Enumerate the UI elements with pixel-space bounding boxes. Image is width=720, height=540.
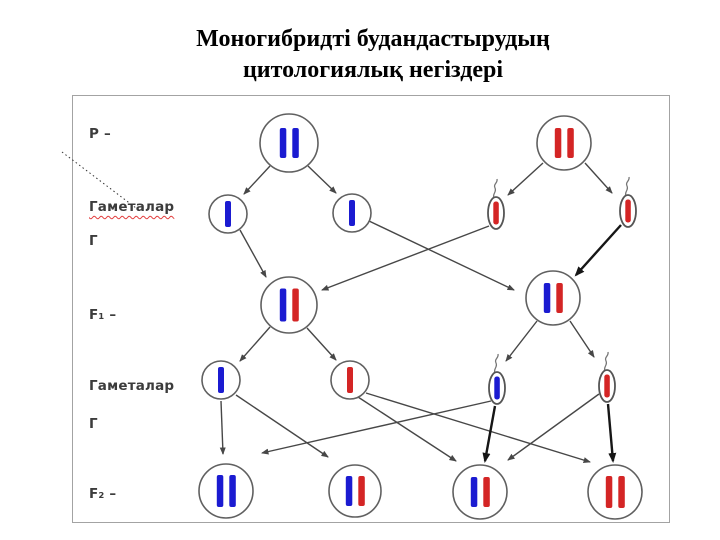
arrow-p-left-to-gamete-1: [243, 165, 271, 195]
arrow-sperm-red-to-f2-4: [606, 403, 617, 463]
label-p-generation: Р –: [89, 126, 111, 142]
arrow-p-right-to-sperm-1: [507, 162, 544, 196]
f2-cell-2: [328, 464, 382, 518]
p-gamete-blue-2: [332, 193, 372, 233]
arrow-gamete-blue-to-f2-1: [219, 400, 226, 455]
arrow-f1-right-to-sperm-blue: [505, 320, 538, 362]
arrow-f1-right-to-sperm-red: [569, 320, 595, 358]
f2-cell-4: [587, 464, 643, 520]
p-gamete-blue-1: [208, 194, 248, 234]
f1-gamete-red: [330, 360, 370, 400]
slide-title-line2: цитологиялық негіздері: [242, 57, 504, 83]
f1-right-cell: [525, 270, 581, 326]
arrow-sperm-2-to-f1-right: [574, 224, 622, 277]
f1-sperm-red: [598, 351, 616, 403]
p-sperm-red-2: [619, 176, 637, 228]
label-g-top: Г: [89, 233, 98, 249]
arrow-f1-left-to-gamete-blue: [239, 326, 271, 362]
label-g-bottom: Г: [89, 416, 98, 432]
label-gametes-bottom: Гаметалар: [89, 378, 175, 394]
arrow-sperm-blue-to-f2-1: [261, 400, 492, 455]
arrow-p-left-to-gamete-2: [307, 165, 337, 194]
arrow-f1-left-to-gamete-red: [306, 327, 337, 361]
slide-title: Моногибридті будандастырудың цитологиялы…: [0, 24, 720, 86]
arrow-sperm-blue-to-f2-3: [482, 405, 497, 463]
p-left-cell: [259, 113, 319, 173]
f2-cell-1: [198, 463, 254, 519]
label-f1-generation: F₁ –: [89, 307, 117, 323]
label-f2-generation: F₂ –: [89, 486, 117, 502]
f1-gamete-blue: [201, 360, 241, 400]
diagram-frame: [72, 95, 670, 523]
f1-left-cell: [260, 276, 318, 334]
callout-dotted-line: [61, 151, 137, 209]
p-sperm-red-1: [487, 178, 505, 230]
arrow-sperm-red-to-f2-3: [507, 393, 600, 461]
arrow-gamete-red-to-f2-3: [357, 396, 457, 462]
arrow-p-right-to-sperm-2: [584, 162, 613, 194]
arrow-gamete-red-to-f2-4: [365, 392, 591, 463]
arrow-gamete-1-to-f1-left: [239, 229, 267, 278]
arrow-gamete-2-to-f1-right: [368, 220, 515, 291]
p-right-cell: [536, 115, 592, 171]
arrow-gamete-blue-to-f2-2: [235, 394, 329, 458]
f1-sperm-blue: [488, 353, 506, 405]
label-gametes-top: Гаметалар: [89, 199, 175, 215]
arrow-sperm-1-to-f1-left: [321, 225, 490, 291]
f2-cell-3: [452, 464, 508, 520]
slide-title-line1: Моногибридті будандастырудың: [196, 26, 550, 52]
